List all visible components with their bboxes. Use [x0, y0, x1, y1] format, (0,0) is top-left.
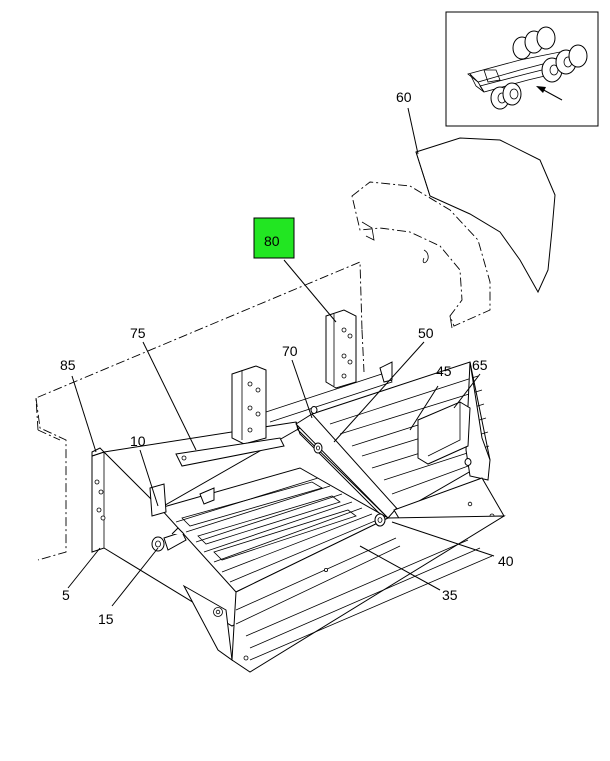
callout-60: 60 [396, 89, 412, 105]
callout-45: 45 [436, 363, 452, 379]
highlight-box-80 [253, 217, 295, 259]
callout-85: 85 [60, 357, 76, 373]
leader-lines [67, 107, 495, 607]
cab-phantom-outline [35, 261, 365, 561]
callout-50: 50 [418, 325, 434, 341]
callout-80: 80 [264, 233, 280, 249]
inner-fender-panel [351, 181, 491, 329]
inset-frame [445, 11, 599, 127]
callout-labels: 5 10 15 35 40 45 50 60 65 70 75 80 85 [60, 89, 514, 627]
upper-mount-bracket [325, 309, 357, 389]
callout-10: 10 [130, 433, 146, 449]
callout-35: 35 [442, 587, 458, 603]
pivot-pin [151, 527, 187, 552]
callout-15: 15 [98, 611, 114, 627]
inset-arrow [536, 86, 563, 101]
support-arm [175, 437, 285, 467]
callout-75: 75 [130, 325, 146, 341]
inset-chassis [467, 26, 588, 110]
mount-bracket [231, 365, 267, 445]
inset-locator-view [445, 11, 599, 127]
callout-65: 65 [472, 357, 488, 373]
callout-40: 40 [498, 553, 514, 569]
callout-5: 5 [62, 587, 70, 603]
lower-left-plate [182, 584, 233, 662]
fender-shield [415, 137, 556, 294]
step-assembly [91, 309, 506, 673]
front-step-tread [231, 515, 506, 673]
callout-70: 70 [282, 343, 298, 359]
